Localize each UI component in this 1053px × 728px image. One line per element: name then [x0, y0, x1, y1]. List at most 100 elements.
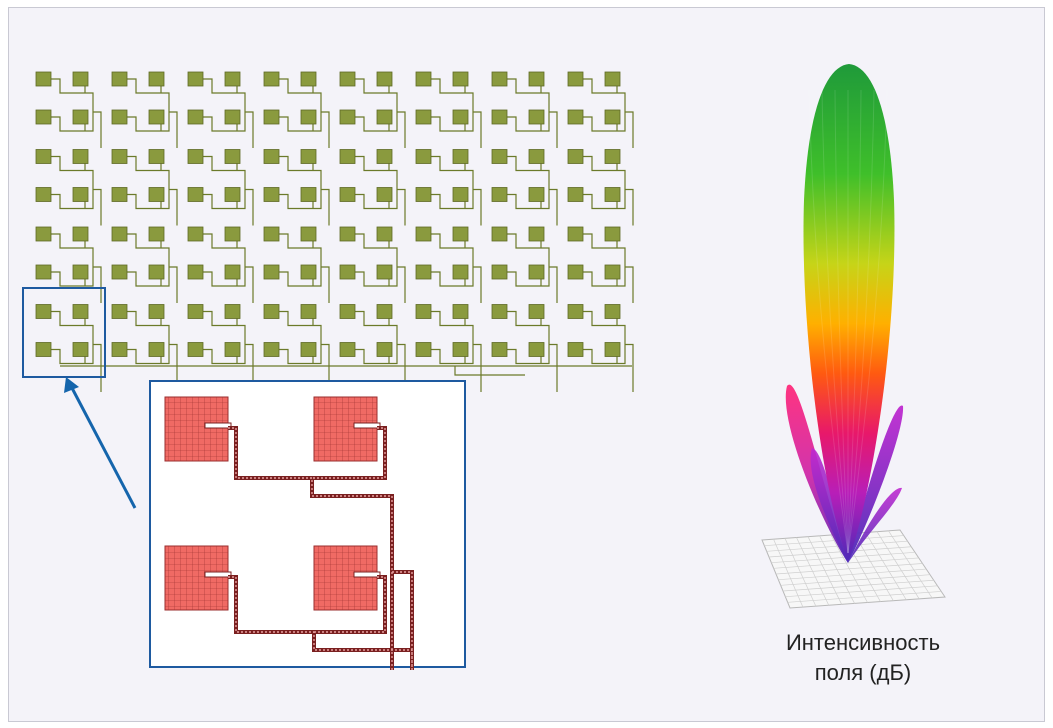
patch-element: [567, 226, 584, 242]
feed-line: [582, 233, 634, 303]
patch-element: [72, 264, 89, 280]
patch-element: [567, 109, 584, 125]
patch-element: [415, 342, 432, 357]
patch-element: [567, 149, 584, 164]
feed-line: [126, 155, 178, 226]
patch-element: [339, 264, 356, 280]
patch-element: [111, 342, 128, 357]
subarray: [187, 149, 254, 226]
feed-line: [506, 78, 558, 148]
patch-element: [300, 109, 317, 125]
subarray: [263, 226, 330, 303]
patch-element: [339, 342, 356, 357]
inset-patch: [313, 396, 378, 462]
subarray: [187, 304, 254, 392]
feed-line: [202, 78, 254, 148]
feed-line: [430, 310, 482, 392]
patch-element: [35, 149, 52, 164]
inset-feed-port: [353, 422, 381, 429]
feed-line: [50, 310, 102, 392]
patch-element: [300, 264, 317, 280]
patch-element: [111, 149, 128, 164]
patch-element: [415, 109, 432, 125]
patch-element: [528, 264, 545, 280]
patch-element: [604, 264, 621, 280]
callout-arrow: [64, 377, 137, 509]
patch-element: [604, 109, 621, 125]
side-lobe: [848, 405, 904, 563]
patch-element: [224, 149, 241, 164]
patch-element: [415, 226, 432, 242]
subarray-highlight-box: [22, 287, 106, 378]
patch-element: [187, 264, 204, 280]
patch-element: [528, 342, 545, 357]
feed-line: [50, 233, 102, 303]
patch-element: [491, 149, 508, 164]
subarray: [35, 226, 102, 303]
patch-element: [376, 187, 393, 202]
patch-element: [300, 149, 317, 164]
subarray: [339, 149, 406, 226]
patch-element: [148, 304, 165, 319]
patch-element: [604, 342, 621, 357]
inset-feed-port: [204, 422, 232, 429]
antenna-array: [35, 71, 634, 392]
subarray: [415, 71, 482, 148]
subarray: [35, 149, 102, 226]
feed-line: [430, 233, 482, 303]
patch-element: [72, 149, 89, 164]
lobe-shading: [847, 89, 888, 554]
patch-element: [187, 304, 204, 319]
feed-line: [202, 233, 254, 303]
patch-element: [567, 187, 584, 202]
patch-element: [187, 226, 204, 242]
subarray-inset: [149, 380, 466, 670]
subarray: [415, 226, 482, 303]
patch-element: [35, 264, 52, 280]
radiation-pattern: [761, 64, 946, 609]
patch-element: [491, 304, 508, 319]
patch-element: [111, 304, 128, 319]
subarray: [415, 304, 482, 392]
patch-element: [376, 304, 393, 319]
patch-element: [300, 342, 317, 357]
patch-element: [604, 304, 621, 319]
patch-element: [339, 187, 356, 202]
patch-element: [528, 187, 545, 202]
patch-element: [567, 264, 584, 280]
inset-feed-port: [353, 571, 381, 578]
inset-patch: [313, 545, 378, 611]
patch-element: [604, 149, 621, 164]
patch-element: [300, 304, 317, 319]
subarray: [491, 226, 558, 303]
patch-element: [224, 71, 241, 87]
feed-line: [354, 233, 406, 303]
subarray: [491, 149, 558, 226]
patch-element: [263, 149, 280, 164]
feed-line: [506, 233, 558, 303]
patch-element: [187, 71, 204, 87]
patch-element: [528, 109, 545, 125]
feed-line: [126, 233, 178, 303]
main-lobe: [803, 64, 895, 563]
patch-element: [111, 109, 128, 125]
patch-element: [415, 149, 432, 164]
patch-element: [339, 71, 356, 87]
patch-element: [376, 109, 393, 125]
patch-element: [148, 226, 165, 242]
patch-element: [415, 304, 432, 319]
patch-element: [224, 264, 241, 280]
patch-element: [263, 226, 280, 242]
patch-element: [491, 264, 508, 280]
patch-element: [224, 342, 241, 357]
feed-output: [454, 366, 525, 376]
patch-element: [72, 71, 89, 87]
patch-element: [35, 109, 52, 125]
patch-element: [376, 71, 393, 87]
subarray: [263, 149, 330, 226]
patch-element: [339, 304, 356, 319]
subarray: [567, 149, 634, 226]
patch-element: [263, 264, 280, 280]
patch-element: [72, 109, 89, 125]
patch-element: [224, 109, 241, 125]
